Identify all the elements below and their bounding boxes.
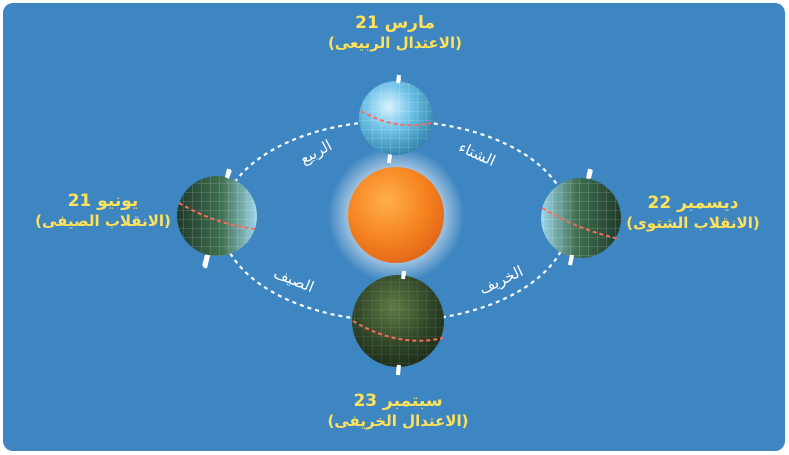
orbit-diagram	[177, 74, 621, 376]
date-december: 22 ديسمبر	[647, 193, 739, 213]
label-december: 22 ديسمبر (الانقلاب الشتوى)	[593, 193, 785, 233]
equator-line	[360, 110, 432, 127]
equator-line	[352, 320, 444, 342]
earth-june	[177, 168, 257, 269]
event-june: (الانقلاب الصيفى)	[35, 212, 171, 231]
event-march: (الاعتدال الربيعى)	[328, 34, 462, 53]
event-december: (الانقلاب الشتوى)	[626, 214, 760, 233]
equator-line	[178, 202, 257, 230]
earth-december	[541, 168, 621, 266]
label-june: 21 يونيو (الانقلاب الصيفى)	[3, 191, 203, 231]
earth-march	[359, 74, 433, 164]
sun	[328, 147, 464, 283]
earth-september	[352, 270, 444, 376]
label-march: 21 مارس (الاعتدال الربيعى)	[295, 13, 495, 53]
date-june: 21 يونيو	[67, 191, 139, 211]
diagram-panel: 21 مارس (الاعتدال الربيعى) 21 يونيو (الا…	[3, 3, 785, 451]
sun-body	[348, 167, 444, 263]
label-september: 23 سبتمبر (الاعتدال الخريفى)	[298, 391, 498, 431]
date-march: 21 مارس	[355, 13, 435, 33]
date-september: 23 سبتمبر	[353, 391, 443, 411]
event-september: (الاعتدال الخريفى)	[327, 412, 469, 431]
equator-line	[541, 207, 621, 240]
